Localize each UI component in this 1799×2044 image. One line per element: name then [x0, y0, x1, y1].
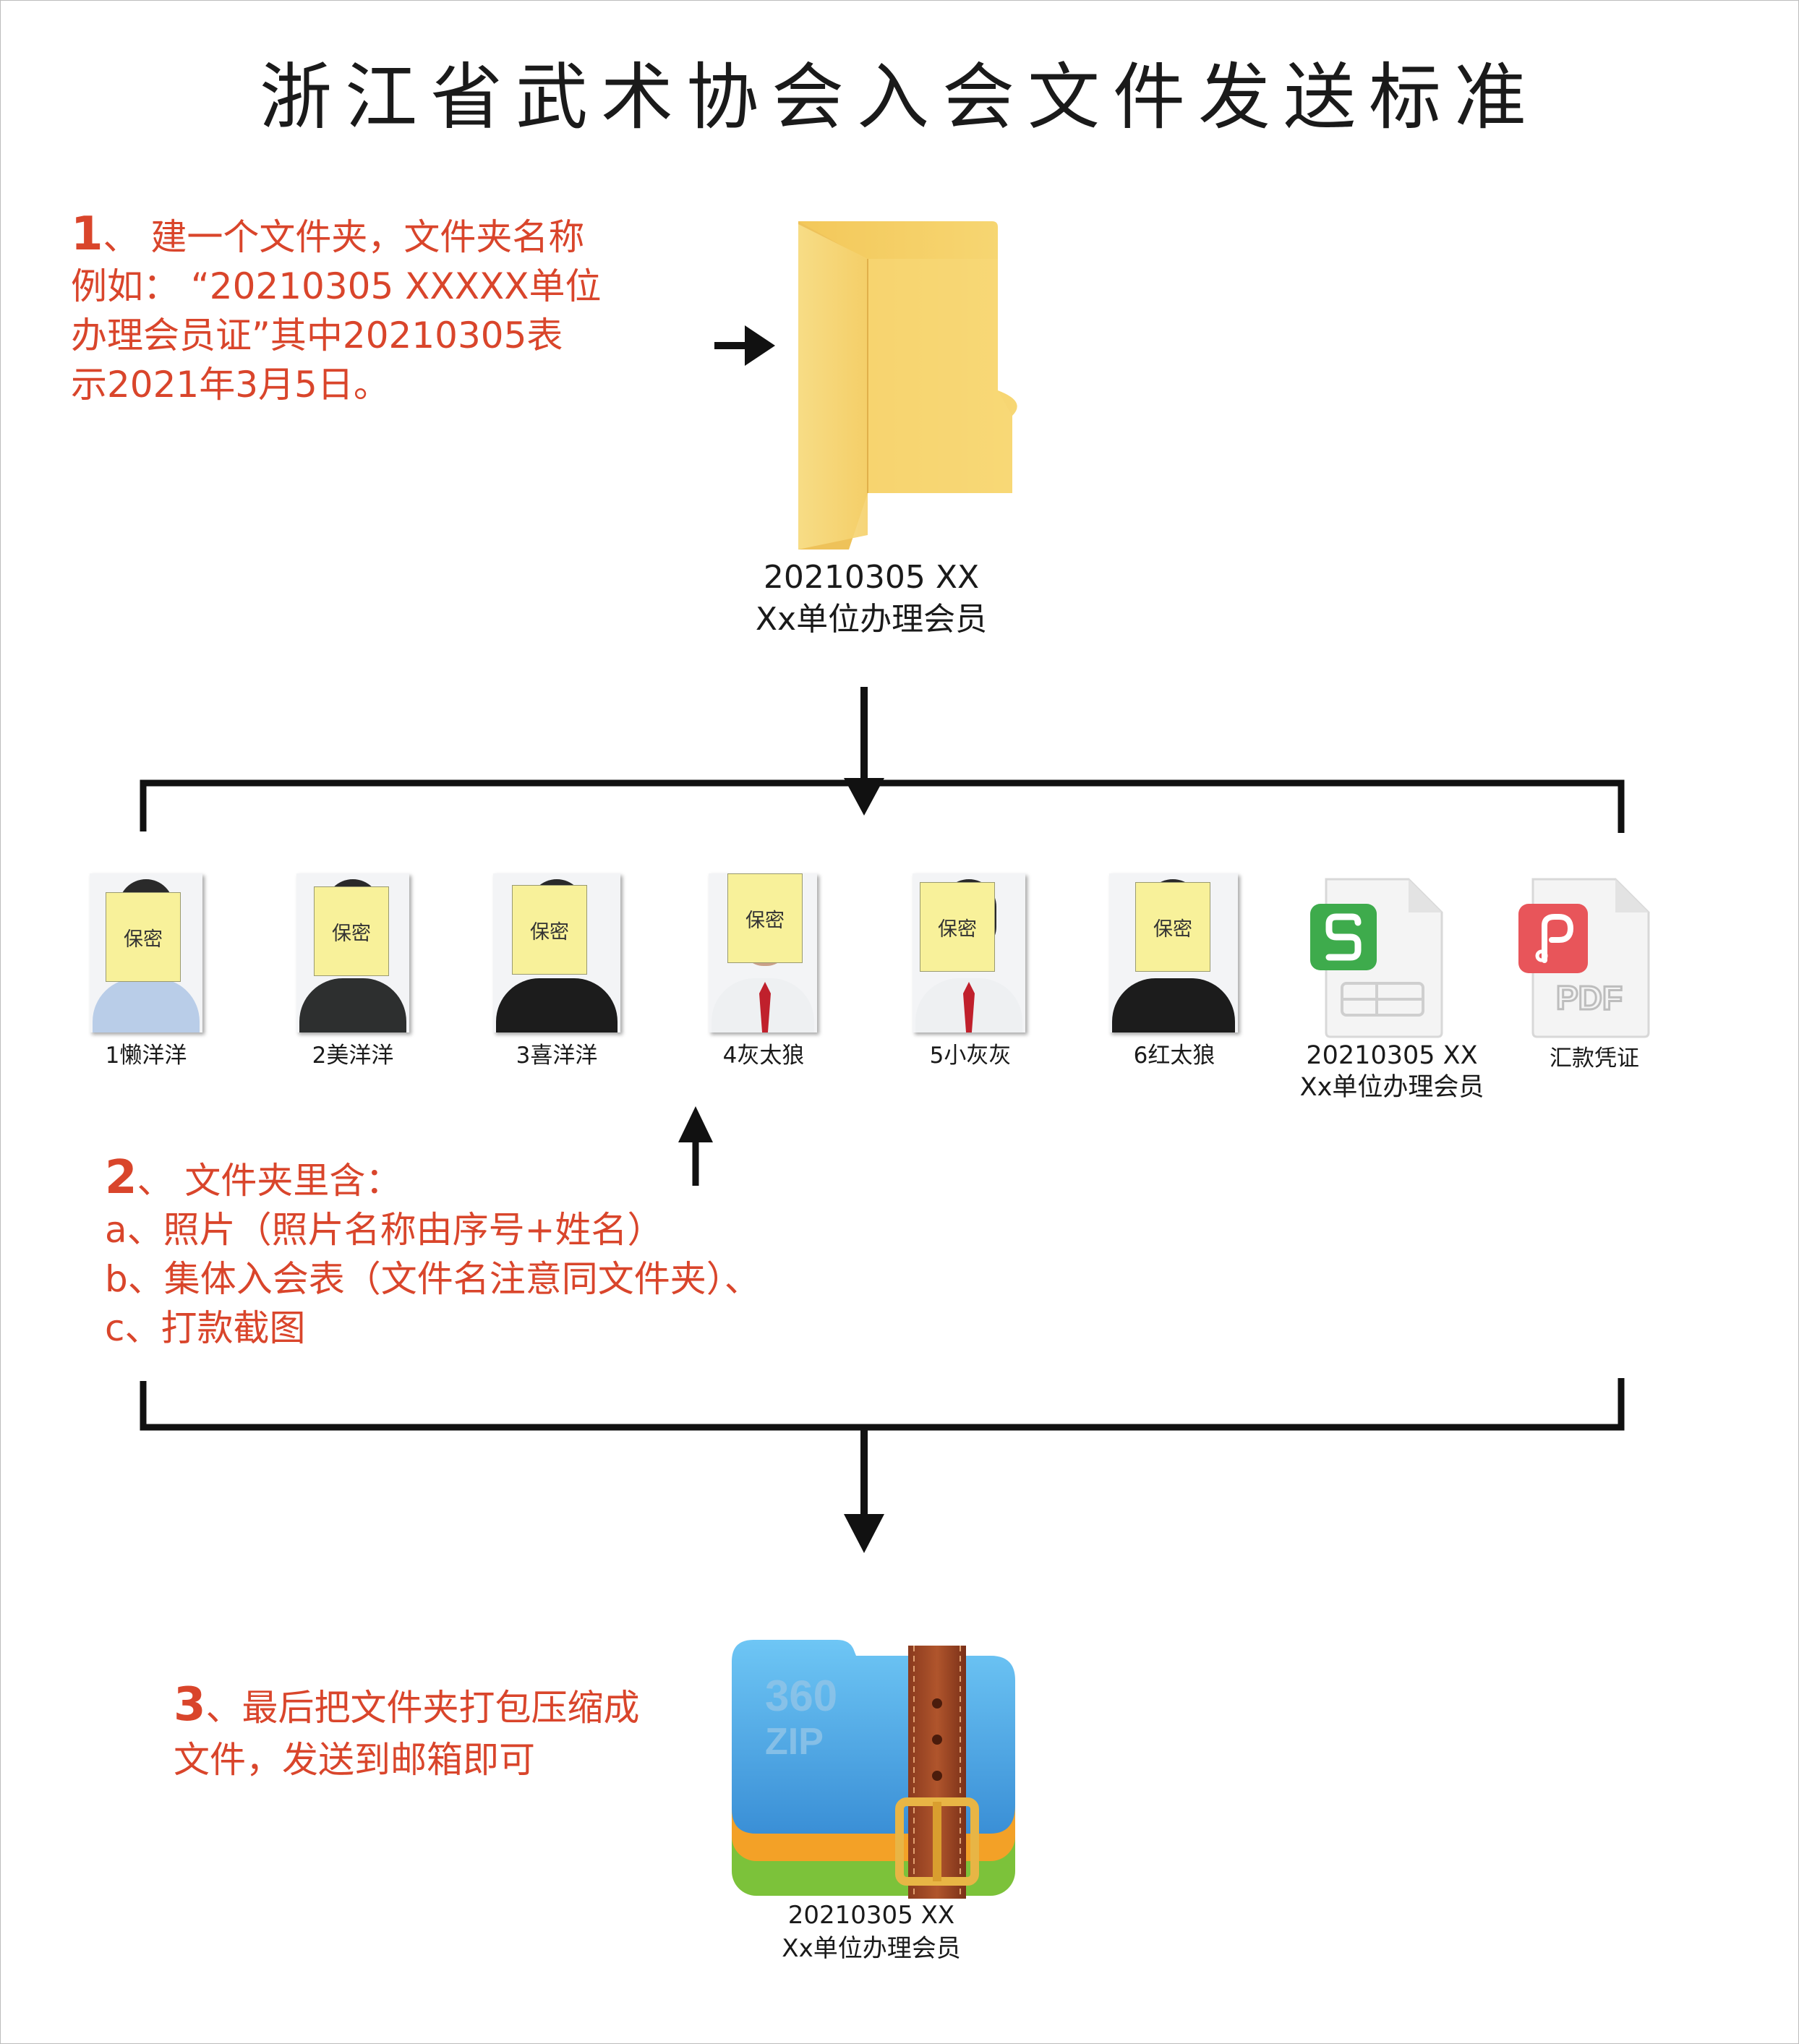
confidential-note: 保密	[1135, 882, 1210, 972]
zip-brand-line-1: 360	[765, 1672, 837, 1720]
zip-archive-icon: 360 ZIP	[732, 1640, 1015, 1899]
step-2-line-1: 、 文件夹里含：	[137, 1160, 402, 1202]
photo-2-label: 2美洋洋	[312, 1043, 394, 1069]
pdf-icon: PDF	[1518, 878, 1650, 1038]
shirt	[299, 978, 406, 1032]
arrow-up-to-files	[678, 1106, 713, 1186]
tie	[759, 982, 771, 1032]
photo-4: 保密	[709, 873, 817, 1032]
zip-brand-line-2: ZIP	[765, 1721, 824, 1763]
photo-4-label: 4灰太狼	[722, 1043, 805, 1069]
step-3-number: 3	[174, 1678, 206, 1732]
step-3-line-1: 、最后把文件夹打包压缩成	[205, 1687, 640, 1729]
step-1-number: 1	[71, 208, 103, 261]
photo-3: 保密	[493, 873, 620, 1032]
photo-1: 保密	[90, 873, 202, 1032]
bottom-bracket	[140, 1378, 1625, 1431]
shirt	[93, 978, 200, 1032]
photo-6-label: 6红太狼	[1133, 1043, 1215, 1069]
arrow-right-to-folder	[714, 325, 775, 366]
folder-icon	[798, 221, 1017, 550]
step-3-line-2: 文件，发送到邮箱即可	[174, 1739, 535, 1781]
step-2-line-2: a、照片（照片名称由序号+姓名）	[105, 1209, 664, 1251]
photo-6: 保密	[1109, 873, 1238, 1032]
top-bracket	[140, 779, 1625, 833]
confidential-note: 保密	[314, 886, 389, 976]
folder-label-line-1: 20210305 XX	[763, 559, 980, 596]
arrow-down-to-zip	[844, 1427, 884, 1553]
confidential-note: 保密	[106, 892, 181, 982]
confidential-note: 保密	[727, 873, 803, 963]
zip-label-line-1: 20210305 XX	[787, 1901, 955, 1930]
photo-3-label: 3喜洋洋	[516, 1043, 598, 1069]
step-1-line-3: 办理会员证”其中20210305表	[71, 315, 563, 356]
spreadsheet-label-line-2: Xx单位办理会员	[1299, 1073, 1484, 1102]
photo-1-label: 1懒洋洋	[105, 1043, 187, 1069]
photo-5-label: 5小灰灰	[929, 1043, 1012, 1069]
confidential-note: 保密	[920, 882, 995, 972]
pdf-badge: PDF	[1556, 979, 1623, 1017]
tie	[963, 982, 975, 1032]
spreadsheet-label-line-1: 20210305 XX	[1306, 1041, 1478, 1070]
page-title: 浙江省武术协会入会文件发送标准	[260, 55, 1539, 140]
step-2-text: 2、 文件夹里含： a、照片（照片名称由序号+姓名） b、集体入会表（文件名注意…	[105, 1153, 973, 1353]
pdf-label: 汇款凭证	[1550, 1045, 1639, 1072]
spreadsheet-icon	[1310, 878, 1443, 1038]
step-3-text: 3、最后把文件夹打包压缩成 文件，发送到邮箱即可	[174, 1679, 824, 1786]
step-2-line-3: b、集体入会表（文件名注意同文件夹）、	[105, 1258, 761, 1300]
step-1-line-4: 示2021年3月5日。	[71, 364, 390, 406]
photo-5: 保密	[913, 873, 1025, 1032]
folder-label: 20210305 XX Xx单位办理会员	[709, 557, 1034, 641]
zip-label-line-2: Xx单位办理会员	[782, 1934, 961, 1963]
confidential-note: 保密	[512, 885, 587, 975]
photo-2: 保密	[296, 873, 409, 1032]
zip-label: 20210305 XX Xx单位办理会员	[756, 1899, 987, 1965]
shirt	[496, 978, 618, 1032]
folder-label-line-2: Xx单位办理会员	[755, 601, 988, 638]
step-1-line-2: 例如： “20210305 XXXXX单位	[71, 265, 602, 307]
step-1-text: 1、 建一个文件夹，文件夹名称 例如： “20210305 XXXXX单位 办理…	[71, 210, 722, 409]
step-2-line-4: c、打款截图	[105, 1307, 306, 1349]
shirt	[1112, 978, 1235, 1032]
arrow-down-to-files	[844, 687, 884, 816]
step-2-number: 2	[105, 1151, 137, 1205]
step-1-line-1: 、 建一个文件夹，文件夹名称	[103, 216, 585, 258]
spreadsheet-label: 20210305 XX Xx单位办理会员	[1273, 1040, 1511, 1103]
